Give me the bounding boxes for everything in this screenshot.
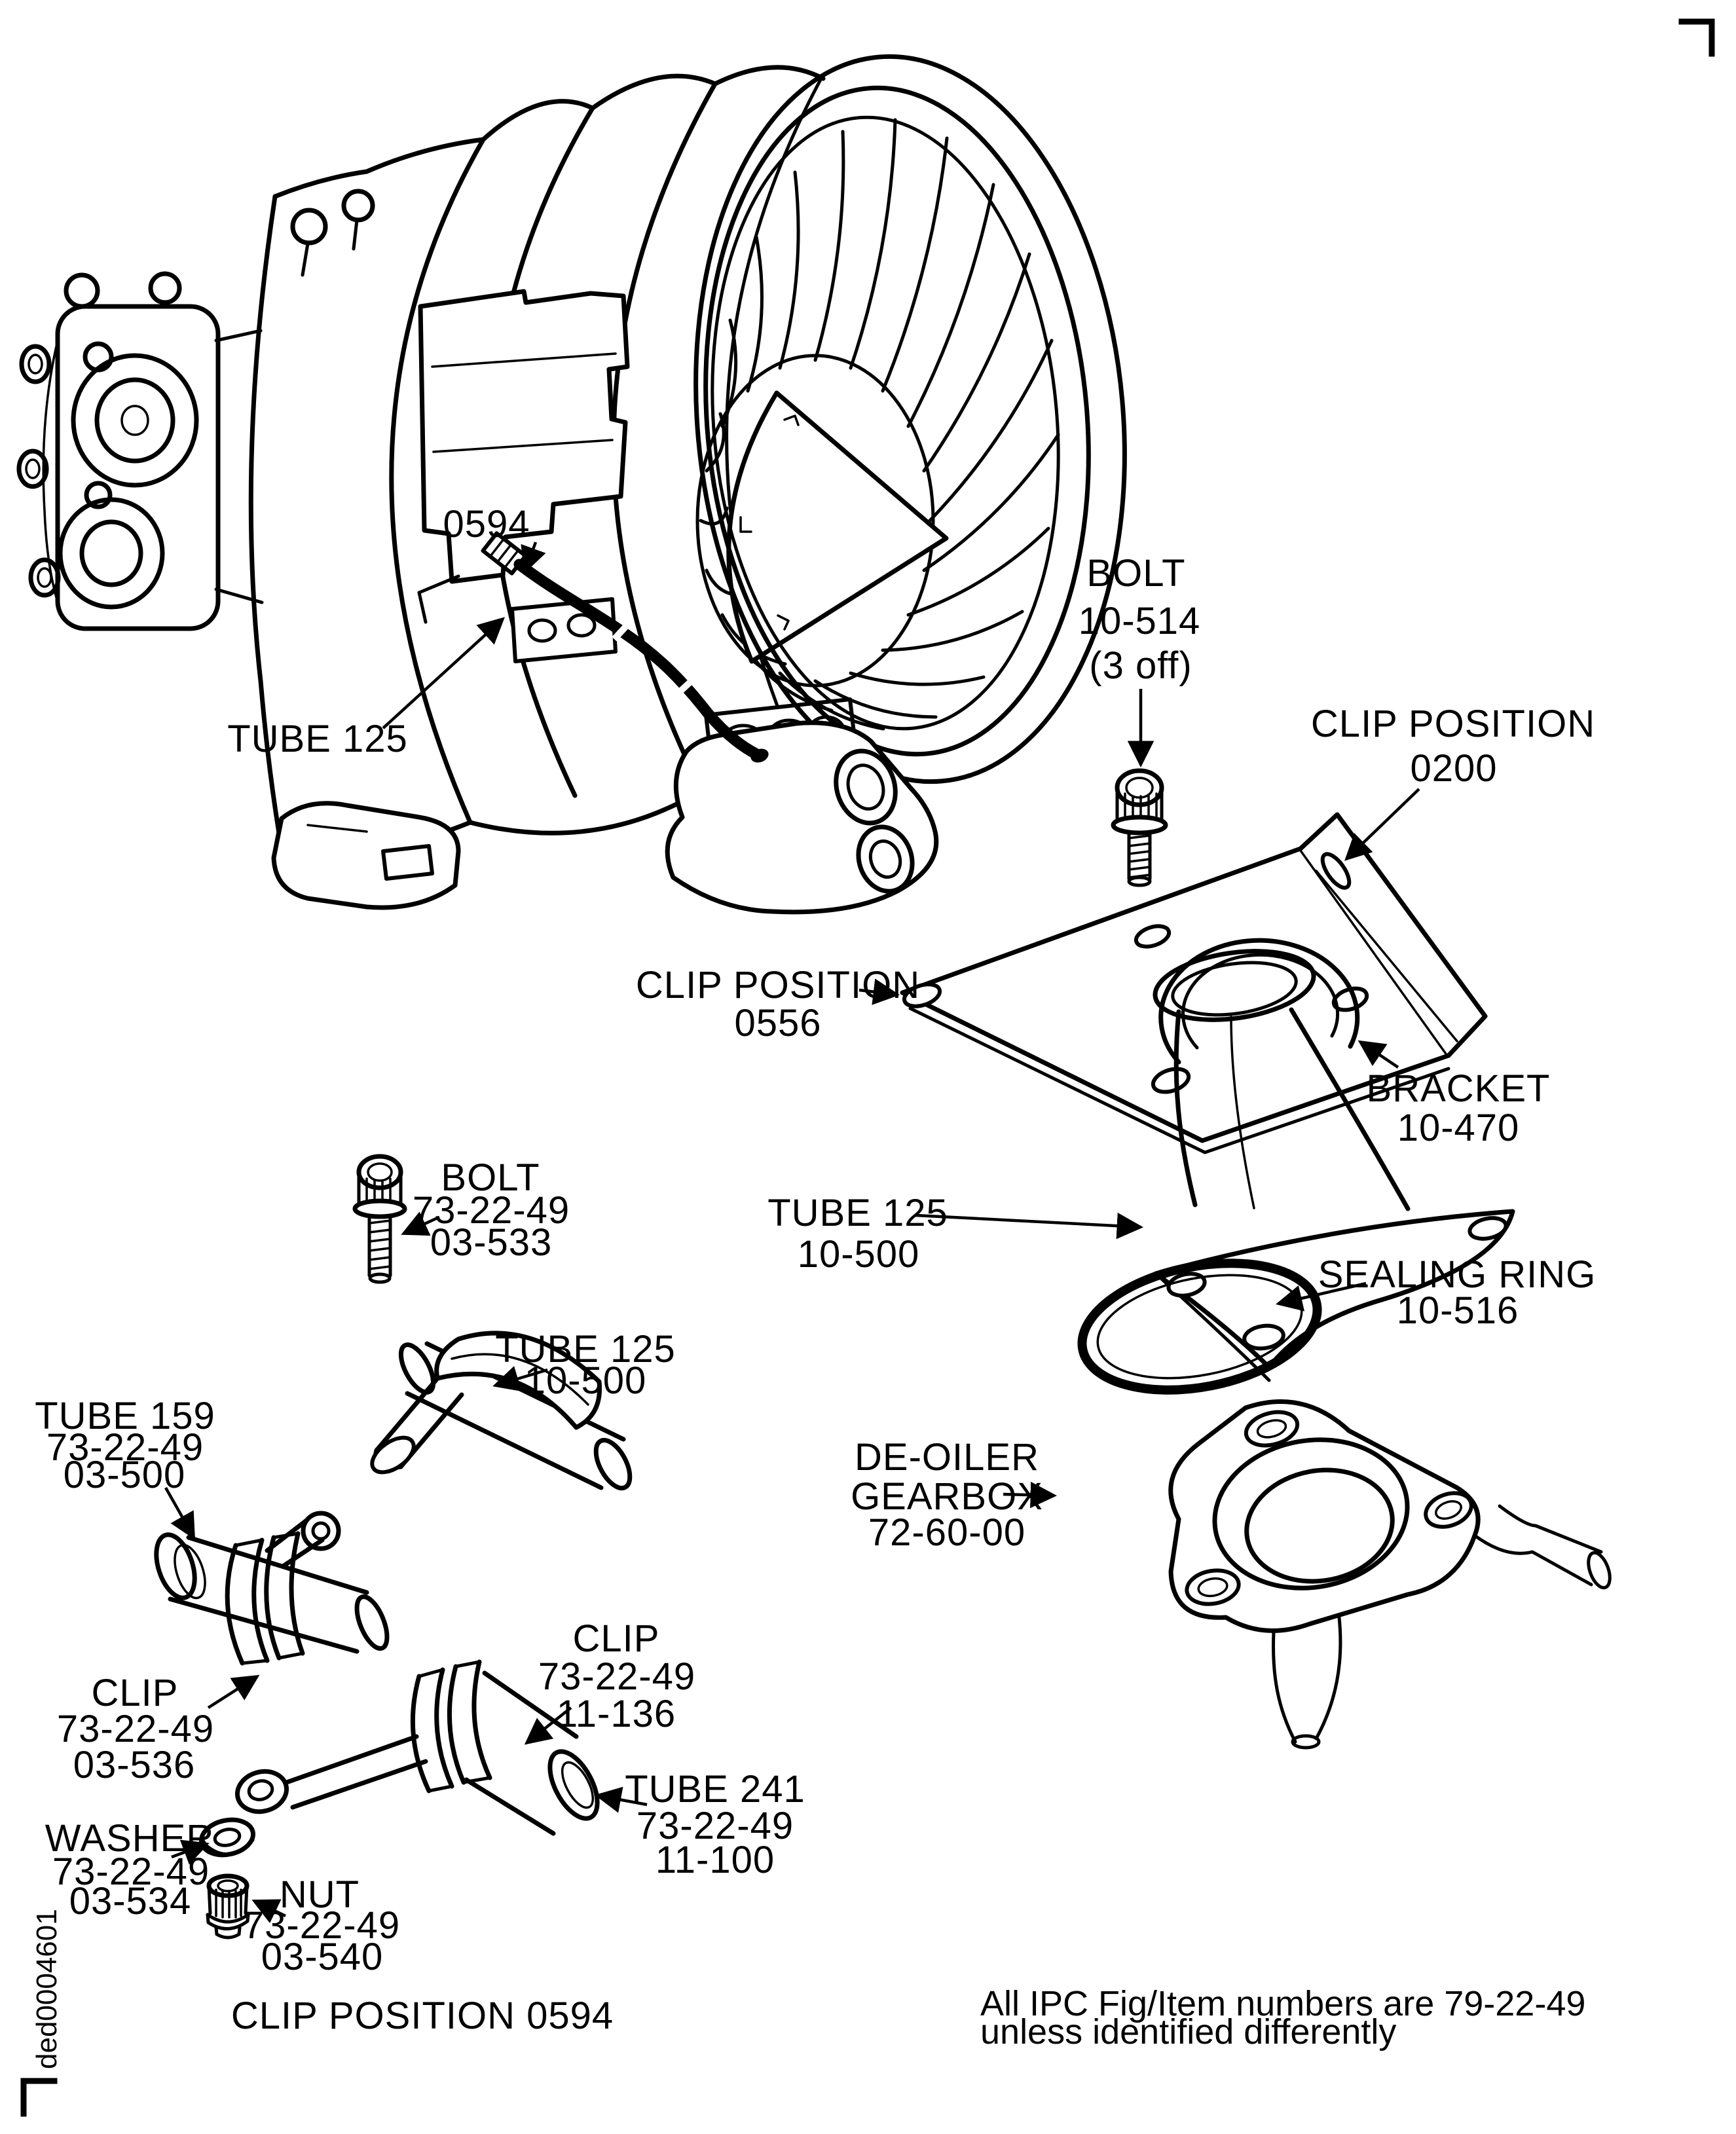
leader-arrow-0594: [521, 542, 546, 574]
label-nut-item: 03-540: [261, 1936, 384, 1978]
label-bracket-item: 10-470: [1397, 1107, 1520, 1149]
bolt-03-533-illustration: [352, 1154, 407, 1284]
engine-ported-plate: [510, 597, 618, 663]
de-oiler-gearbox-illustration: [1168, 1399, 1612, 1750]
leader-arrow-clip-position-0556: [859, 978, 900, 1005]
leader-arrow-tube-125-right: [915, 1212, 1144, 1240]
label-tube-159-ref: 73-22-49: [46, 1426, 204, 1469]
label-tube-241-ref: 73-22-49: [637, 1805, 794, 1847]
label-clip-11-136-item: 11-136: [557, 1693, 676, 1735]
label-tube-125-engine: TUBE 125: [227, 718, 408, 760]
label-clip-03-536-item: 03-536: [73, 1744, 196, 1786]
labels: 0594 TUBE 125 BOLT 10-514 (3 off) CLIP P…: [31, 503, 1597, 2069]
label-bolt-10-514-name: BOLT: [1086, 552, 1185, 595]
nut-illustration: [206, 1873, 250, 1940]
label-clip-position-0556-code: 0556: [734, 1002, 821, 1044]
label-bolt-10-514-item: 10-514: [1079, 600, 1201, 642]
leader-arrow-sealing-ring: [1276, 1281, 1367, 1312]
label-de-oiler-item: 72-60-00: [868, 1511, 1025, 1554]
spinner-cone: [726, 390, 949, 664]
label-tube-241-name: TUBE 241: [625, 1768, 805, 1811]
label-clip-position-0200-code: 0200: [1410, 747, 1497, 790]
label-bolt-03-533-item: 03-533: [430, 1221, 553, 1264]
leader-arrow-bracket: [1357, 1040, 1399, 1069]
label-bracket-name: BRACKET: [1367, 1067, 1551, 1110]
clip-position-0200-hole: [1320, 852, 1352, 890]
tube-125-on-engine: [417, 531, 769, 763]
label-clip-03-536-name: CLIP: [92, 1672, 179, 1714]
label-de-oiler-line2: GEARBOX: [851, 1475, 1043, 1518]
label-clip-position-0200-name: CLIP POSITION: [1311, 703, 1595, 745]
label-bolt-10-514-qty: (3 off): [1089, 644, 1192, 687]
label-nut-name: NUT: [280, 1873, 360, 1916]
engine-accessory-gearbox: [16, 189, 375, 631]
bracket-10-470-illustration: [900, 812, 1488, 1154]
corner-mark-bottom-left: [20, 2078, 58, 2117]
right-exploded-assembly: [859, 689, 1612, 1750]
label-clip-11-136-name: CLIP: [573, 1617, 660, 1660]
tube-clip-band-1: [612, 619, 633, 642]
fan-rim: [693, 54, 1127, 784]
fuel-pump-housing: [665, 720, 939, 915]
leader-arrow-clip-03-536: [207, 1674, 260, 1709]
ipc-note-line1: All IPC Fig/Item numbers are 79-22-49: [980, 1984, 1585, 2023]
label-tube-159-name: TUBE 159: [35, 1395, 215, 1437]
label-clip-position-0594-code: 0594: [443, 503, 530, 545]
tube-clip-band-2: [673, 677, 695, 698]
label-tube-159-item: 03-500: [64, 1454, 186, 1496]
label-nut-ref: 73-22-49: [243, 1904, 400, 1947]
label-clip-11-136-ref: 73-22-49: [538, 1655, 695, 1698]
leader-arrow-clip-11-136: [524, 1706, 572, 1745]
label-washer-ref: 73-22-49: [52, 1850, 210, 1893]
leader-arrow-tube125-engine: [382, 617, 505, 729]
leader-arrow-washer: [171, 1839, 210, 1865]
leader-arrow-clip-position-0200: [1344, 788, 1420, 861]
label-de-oiler-line1: DE-OILER: [855, 1436, 1039, 1479]
leader-arrow-tube-125-left: [492, 1366, 548, 1391]
tube-159-illustration: [154, 1511, 390, 1666]
left-exploded-assembly: [154, 1154, 648, 1940]
label-sealing-ring-name: SEALING RING: [1318, 1253, 1597, 1296]
ipc-note-line2: unless identified differently: [980, 2012, 1396, 2051]
label-clip-03-536-ref: 73-22-49: [57, 1708, 214, 1750]
engine-illustration: [16, 54, 1127, 915]
tube-241-illustration: [234, 1659, 600, 1836]
label-tube-125-right-name: TUBE 125: [767, 1192, 948, 1234]
label-bolt-03-533-ref: 73-22-49: [413, 1189, 570, 1232]
label-tube-241-item: 11-100: [656, 1839, 775, 1881]
label-washer-item: 03-534: [69, 1880, 192, 1922]
bolt-10-514-illustration: [1111, 768, 1168, 887]
label-tube-125-right-item: 10-500: [798, 1233, 920, 1276]
label-bolt-03-533-name: BOLT: [441, 1156, 540, 1199]
leader-arrow-de-oiler-gearbox: [1003, 1481, 1058, 1509]
engine-lower-accessory: [271, 801, 461, 910]
label-washer-name: WASHER: [45, 1817, 214, 1860]
leader-arrow-tube-159: [164, 1486, 195, 1540]
leader-arrow-tube-241: [595, 1786, 648, 1813]
leader-arrow-nut: [251, 1899, 286, 1924]
label-clip-position-0594-caption: CLIP POSITION 0594: [231, 1995, 614, 2037]
corner-mark-top-right: [1678, 18, 1715, 57]
engine-equipment-box: [418, 289, 630, 584]
document-code-vertical: ded0004601: [31, 1909, 63, 2069]
clip-position-0556-hole: [902, 982, 942, 1008]
leader-arrow-bolt-03-533: [401, 1211, 438, 1236]
label-clip-position-0556-name: CLIP POSITION: [636, 964, 920, 1006]
label-sealing-ring-item: 10-516: [1397, 1289, 1519, 1332]
label-tube-125-left-item: 10-500: [525, 1359, 647, 1402]
label-tube-125-left-name: TUBE 125: [495, 1328, 676, 1371]
